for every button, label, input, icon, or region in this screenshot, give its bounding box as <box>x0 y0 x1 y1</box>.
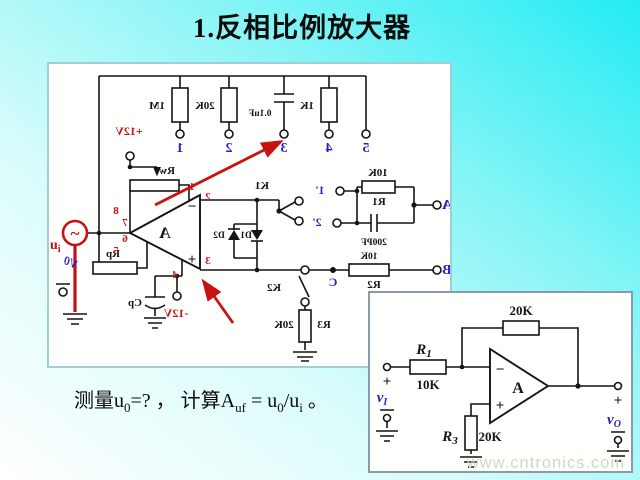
d1-label: D1 <box>240 231 252 241</box>
pin-3: 3 <box>205 255 211 267</box>
inset-rf-value: 20K <box>509 303 533 318</box>
r1-label: R1 <box>372 196 385 208</box>
inset-wires <box>376 327 629 468</box>
terminal-5: 5 <box>363 141 370 156</box>
pin-5: 5 <box>113 245 119 257</box>
pin-6: 6 <box>122 233 128 245</box>
main-wires <box>56 75 433 362</box>
terminal-2: 2 <box>226 141 233 156</box>
terminal-4: 4 <box>326 141 333 156</box>
inset-r1-value: 10K <box>416 377 440 392</box>
jack-b: B <box>442 263 450 278</box>
watermark: www.cntronics.com <box>466 454 625 471</box>
slide-title: 1.反相比例放大器 <box>192 13 412 43</box>
inset-opamp-label: A <box>512 380 524 397</box>
pin-7: 7 <box>122 217 128 229</box>
main-circuit-panel: 1M 20K 0.1uF 1K 1 2 3 4 5 +12V -12V Rw R… <box>47 62 452 368</box>
vcc-label: +12V <box>115 124 143 138</box>
jack-a: A <box>441 198 450 213</box>
rp-label: Rp <box>106 248 120 260</box>
k1-label: K1 <box>255 180 269 192</box>
vo-label: V0 <box>61 253 80 272</box>
inset-r1-label: R1 <box>415 342 432 360</box>
source-tilde: ~ <box>71 224 80 243</box>
inset-opamp-minus: − <box>496 362 505 378</box>
inset-r3-label: R3 <box>441 429 458 447</box>
inset-components <box>382 320 623 451</box>
r2-label: R2 <box>367 279 381 291</box>
k2-label: K2 <box>266 282 281 294</box>
inset-circuit-panel: 20K R1 10K − + A R3 20K + vI + vO www.cn… <box>368 291 633 473</box>
r2-value: 10K <box>360 252 378 262</box>
vee-label: -12V <box>163 306 188 320</box>
red-annotation-arrows <box>154 140 284 324</box>
main-terminals <box>58 129 442 307</box>
measurement-formula: 测量u0=? ， 计算Auf = u0/ui 。 <box>74 390 328 415</box>
jack-2p: 2' <box>312 215 321 229</box>
main-circuit-diagram: 1M 20K 0.1uF 1K 1 2 3 4 5 +12V -12V Rw R… <box>50 75 450 362</box>
r1m-label: 1M <box>148 100 165 112</box>
opamp-minus: − <box>188 199 197 215</box>
r3-label: R3 <box>317 319 331 331</box>
inset-vout-label: vO <box>607 412 621 430</box>
pin-1: 1 <box>189 181 195 193</box>
terminal-1: 1 <box>177 141 184 156</box>
inset-r3-value: 20K <box>478 429 502 444</box>
ui-source-label: ui <box>50 238 61 255</box>
r3-value: 20K <box>274 319 294 331</box>
jack-c: C <box>329 275 338 289</box>
inset-opamp-plus: + <box>496 398 505 414</box>
pin-4: 4 <box>172 269 178 281</box>
terminal-3: 3 <box>281 141 288 156</box>
inset-circuit-diagram: 20K R1 10K − + A R3 20K + vI + vO www.cn… <box>376 303 629 471</box>
d2-label: D2 <box>213 231 225 241</box>
r1-value: 10K <box>368 167 388 179</box>
r1k-label: 1K <box>300 100 315 112</box>
r20k-label: 20K <box>195 100 215 112</box>
inset-labels: 20K R1 10K − + A R3 20K + vI + vO www.cn… <box>377 303 625 471</box>
main-labels: 1M 20K 0.1uF 1K 1 2 3 4 5 +12V -12V Rw R… <box>50 100 450 331</box>
cp-label: Cp <box>128 297 142 309</box>
c1-value: 200PF <box>361 238 387 248</box>
pin-2: 2 <box>205 191 211 203</box>
inset-vout-plus: + <box>614 393 623 409</box>
pin-8: 8 <box>113 205 119 217</box>
rw-label: Rw <box>159 165 175 177</box>
opamp-label: A <box>159 225 171 242</box>
jack-1p: 1' <box>315 183 324 197</box>
main-components <box>61 87 396 343</box>
inset-vin-label: vI <box>377 390 389 408</box>
inset-vin-plus: + <box>383 374 392 390</box>
opamp-plus: + <box>188 252 197 268</box>
cap01uf-label: 0.1uF <box>248 109 271 119</box>
